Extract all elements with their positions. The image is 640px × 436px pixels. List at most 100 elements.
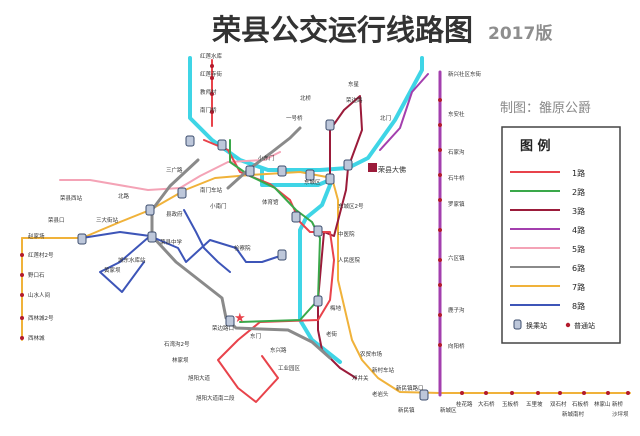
- stop-marker[interactable]: [510, 391, 514, 395]
- hub-marker[interactable]: [325, 119, 335, 131]
- hub-marker[interactable]: [225, 315, 235, 327]
- stop-marker[interactable]: [20, 273, 24, 277]
- stop-marker[interactable]: [20, 316, 24, 320]
- hub-marker[interactable]: [145, 204, 155, 216]
- station-label: 东兴路: [270, 346, 287, 354]
- station-label: 邓井关: [352, 374, 369, 382]
- hub-marker[interactable]: [343, 159, 353, 171]
- station-label: 大石桥: [478, 400, 495, 408]
- hub-marker[interactable]: [77, 233, 87, 245]
- hub-marker[interactable]: [313, 225, 323, 237]
- station-label: 南门车站: [200, 186, 223, 194]
- cyan-route-center: [260, 168, 332, 187]
- hub-marker[interactable]: [291, 211, 301, 223]
- hub-marker[interactable]: [325, 173, 335, 185]
- station-label: 县政府: [166, 210, 183, 218]
- station-label: 红莲寺街: [200, 70, 223, 78]
- stop-marker[interactable]: [438, 123, 442, 127]
- stop-marker[interactable]: [438, 173, 442, 177]
- station-label: 桂花路: [456, 400, 473, 408]
- station-label: 林家山: [594, 400, 611, 408]
- station-label: 红莲水库: [200, 52, 223, 60]
- route-6-line: [150, 158, 332, 360]
- legend-hub-label: 换乘站: [526, 321, 547, 330]
- station-label: 小南门: [210, 202, 227, 210]
- hub-marker[interactable]: [245, 165, 255, 177]
- stop-marker[interactable]: [210, 110, 214, 114]
- ordinary-stops: [20, 64, 630, 395]
- hub-marker[interactable]: [305, 169, 315, 181]
- stop-marker[interactable]: [438, 228, 442, 232]
- station-label: 北桥: [300, 94, 312, 102]
- hub-marker[interactable]: [277, 249, 287, 261]
- stop-marker[interactable]: [438, 198, 442, 202]
- stop-marker[interactable]: [582, 391, 586, 395]
- stop-marker[interactable]: [20, 336, 24, 340]
- legend-stop-icon: [565, 322, 571, 328]
- stop-marker[interactable]: [20, 293, 24, 297]
- station-label: 东门: [250, 332, 261, 340]
- station-label: 旭阳大道: [188, 374, 211, 382]
- hub-marker[interactable]: [277, 165, 287, 177]
- route-7-line: [21, 171, 631, 394]
- station-label: 五里坡: [526, 400, 543, 408]
- stop-marker[interactable]: [536, 391, 540, 395]
- stop-marker[interactable]: [460, 391, 464, 395]
- hub-marker[interactable]: [313, 295, 323, 307]
- stop-marker[interactable]: [626, 391, 630, 395]
- legend-route-label: 3路: [572, 206, 585, 216]
- station-label: 六区镇: [448, 254, 465, 262]
- hub-marker[interactable]: [419, 389, 429, 401]
- stop-marker[interactable]: [438, 313, 442, 317]
- stop-marker[interactable]: [210, 76, 214, 80]
- station-label: 城东水库站: [118, 256, 146, 264]
- station-label: 工业园区: [278, 364, 301, 372]
- map-edition: 2017版: [488, 23, 552, 44]
- legend-route-label: 7路: [572, 282, 585, 292]
- station-label: 红莲村2号: [28, 251, 54, 259]
- station-label: 荣边路口: [212, 324, 234, 332]
- hub-marker[interactable]: [147, 231, 157, 243]
- station-label: 新兴社区东街: [448, 70, 482, 78]
- map-author: 制图：雒原公爵: [500, 100, 591, 116]
- legend-box: 图 例 1路2路3路4路5路6路7路8路换乘站普通站: [501, 126, 621, 344]
- station-label: 沙坪坝: [612, 410, 629, 418]
- hub-marker[interactable]: [177, 187, 187, 199]
- route-6-branch: [226, 126, 302, 190]
- station-label: 农贸市场: [360, 350, 383, 358]
- hub-marker[interactable]: [185, 135, 195, 147]
- stop-marker[interactable]: [606, 391, 610, 395]
- stop-marker[interactable]: [20, 253, 24, 257]
- station-label: 体育馆: [262, 198, 279, 206]
- station-label: 石板桥: [572, 400, 589, 408]
- stop-marker[interactable]: [438, 148, 442, 152]
- route-3-line: [317, 95, 363, 379]
- station-label: 山水人间: [28, 291, 50, 299]
- station-label: 鹿子沟: [448, 306, 465, 314]
- station-label: 东城区: [304, 178, 321, 186]
- station-label: 中医院: [338, 230, 355, 238]
- station-label: 新城区: [440, 406, 457, 414]
- station-label: 北路: [118, 192, 130, 200]
- legend-stop-label: 普通站: [574, 321, 595, 330]
- legend-route-label: 2路: [572, 187, 585, 197]
- route-8-branch: [99, 235, 151, 293]
- station-label: 教师村: [200, 88, 217, 96]
- route-8-branch2: [183, 209, 231, 273]
- stop-marker[interactable]: [438, 98, 442, 102]
- stop-marker[interactable]: [438, 343, 442, 347]
- stop-marker[interactable]: [210, 64, 214, 68]
- station-label: 南门桥: [200, 106, 217, 114]
- station-label: 检察院: [234, 244, 251, 252]
- stop-marker[interactable]: [438, 258, 442, 262]
- station-label: 新民镇: [398, 406, 415, 414]
- stop-marker[interactable]: [484, 391, 488, 395]
- station-label: 老岩头: [372, 390, 389, 398]
- legend-route-label: 5路: [572, 244, 585, 254]
- legend-route-label: 4路: [572, 225, 585, 235]
- stop-marker[interactable]: [558, 391, 562, 395]
- stop-marker[interactable]: [210, 92, 214, 96]
- station-label: 荣县口: [48, 216, 65, 224]
- stop-marker[interactable]: [438, 283, 442, 287]
- hub-marker[interactable]: [217, 139, 227, 151]
